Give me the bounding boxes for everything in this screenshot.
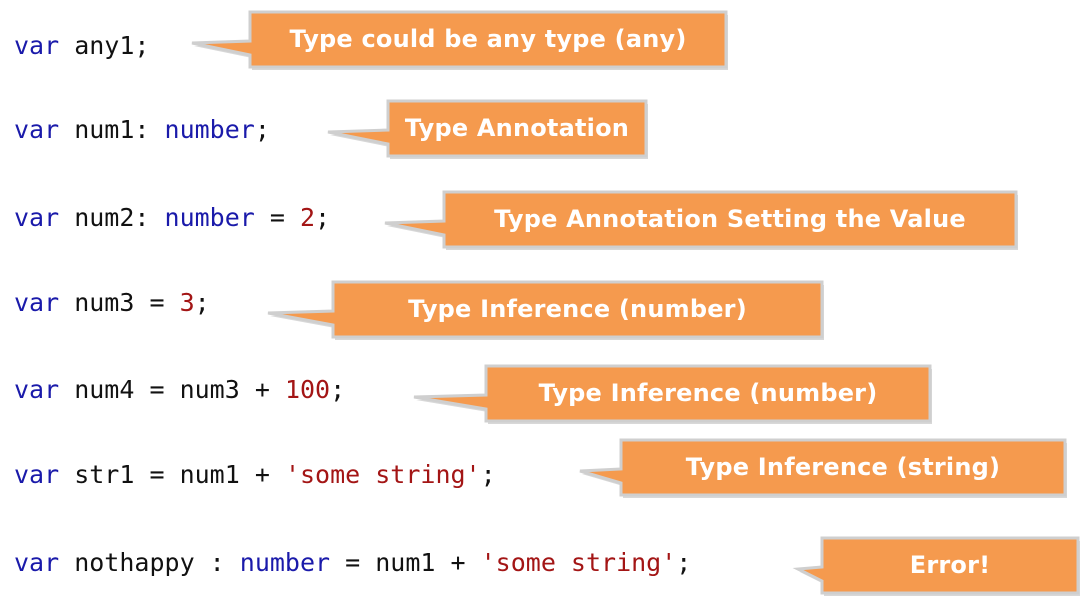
code-line-num2: var num2: number = 2; bbox=[14, 203, 330, 233]
code-token-keyword: var bbox=[14, 548, 60, 577]
callout-body bbox=[792, 536, 1080, 595]
code-token-keyword: var bbox=[14, 115, 60, 144]
code-token-plain: ; bbox=[254, 115, 270, 144]
callout-any-type: Type could be any type (any) bbox=[190, 10, 728, 70]
callout-inference-string: Type Inference (string) bbox=[578, 438, 1067, 498]
code-token-keyword: var bbox=[14, 288, 60, 317]
code-token-plain: ; bbox=[480, 460, 496, 489]
callout-error: Error! bbox=[792, 536, 1080, 596]
callout-label: Type Inference (number) bbox=[538, 378, 878, 407]
code-token-number-literal: 3 bbox=[179, 288, 195, 317]
code-token-string-literal: 'some string' bbox=[284, 460, 481, 489]
code-token-plain: ; bbox=[330, 375, 346, 404]
callout-body bbox=[413, 364, 932, 423]
code-token-keyword: number bbox=[239, 548, 331, 577]
code-token-plain: ; bbox=[315, 203, 331, 232]
code-line-num3: var num3 = 3; bbox=[14, 288, 210, 318]
callout-label: Type Annotation Setting the Value bbox=[494, 204, 966, 233]
code-token-plain: num4 = num3 + bbox=[59, 375, 285, 404]
callout-label: Type Annotation bbox=[404, 113, 630, 142]
callout-inference-number-2: Type Inference (number) bbox=[412, 364, 932, 424]
code-token-number-literal: 2 bbox=[299, 203, 316, 232]
callout-body bbox=[327, 99, 648, 158]
callout-body bbox=[267, 280, 824, 339]
code-token-plain: str1 = num1 + bbox=[59, 460, 285, 489]
code-line-num4: var num4 = num3 + 100; bbox=[14, 375, 345, 405]
callout-label: Error! bbox=[909, 550, 991, 579]
code-token-plain: = bbox=[254, 203, 300, 232]
code-line-str1: var str1 = num1 + 'some string'; bbox=[14, 460, 496, 490]
callout-label: Type could be any type (any) bbox=[289, 24, 687, 53]
callout-type-annotation-value: Type Annotation Setting the Value bbox=[383, 190, 1018, 250]
callout-inference-number-1: Type Inference (number) bbox=[266, 280, 824, 340]
callout-label: Type Inference (string) bbox=[685, 452, 1001, 481]
callout-type-annotation: Type Annotation bbox=[326, 99, 648, 159]
code-token-plain: num1: bbox=[59, 115, 165, 144]
callout-shape bbox=[792, 536, 1080, 596]
callout-shape bbox=[579, 438, 1067, 498]
callout-label: Type Inference (number) bbox=[408, 294, 747, 323]
code-token-string-literal: 'some string' bbox=[480, 548, 677, 577]
code-token-keyword: number bbox=[164, 203, 255, 232]
callout-shape bbox=[413, 364, 932, 424]
code-token-plain: ; bbox=[676, 548, 692, 577]
callout-body bbox=[384, 190, 1018, 249]
code-token-keyword: var bbox=[14, 375, 60, 404]
callout-body bbox=[579, 438, 1067, 497]
callout-body bbox=[191, 10, 728, 69]
code-token-plain: = num1 + bbox=[330, 548, 481, 577]
code-token-plain: nothappy : bbox=[59, 548, 240, 577]
callout-shape bbox=[384, 190, 1018, 250]
code-line-num1: var num1: number; bbox=[14, 115, 270, 145]
code-token-plain: ; bbox=[194, 288, 210, 317]
code-token-number-literal: 100 bbox=[284, 375, 331, 404]
code-token-keyword: var bbox=[14, 460, 60, 489]
code-line-any1: var any1; bbox=[14, 31, 149, 61]
callout-shape bbox=[267, 280, 824, 340]
callout-shape bbox=[191, 10, 728, 70]
callout-shape bbox=[327, 99, 648, 159]
code-token-keyword: var bbox=[14, 31, 60, 60]
code-line-nothappy: var nothappy : number = num1 + 'some str… bbox=[14, 548, 691, 578]
code-token-keyword: var bbox=[14, 203, 60, 232]
code-token-plain: num2: bbox=[59, 203, 165, 232]
code-token-keyword: number bbox=[164, 115, 255, 144]
code-token-plain: num3 = bbox=[59, 288, 180, 317]
code-token-plain: any1; bbox=[59, 31, 150, 60]
